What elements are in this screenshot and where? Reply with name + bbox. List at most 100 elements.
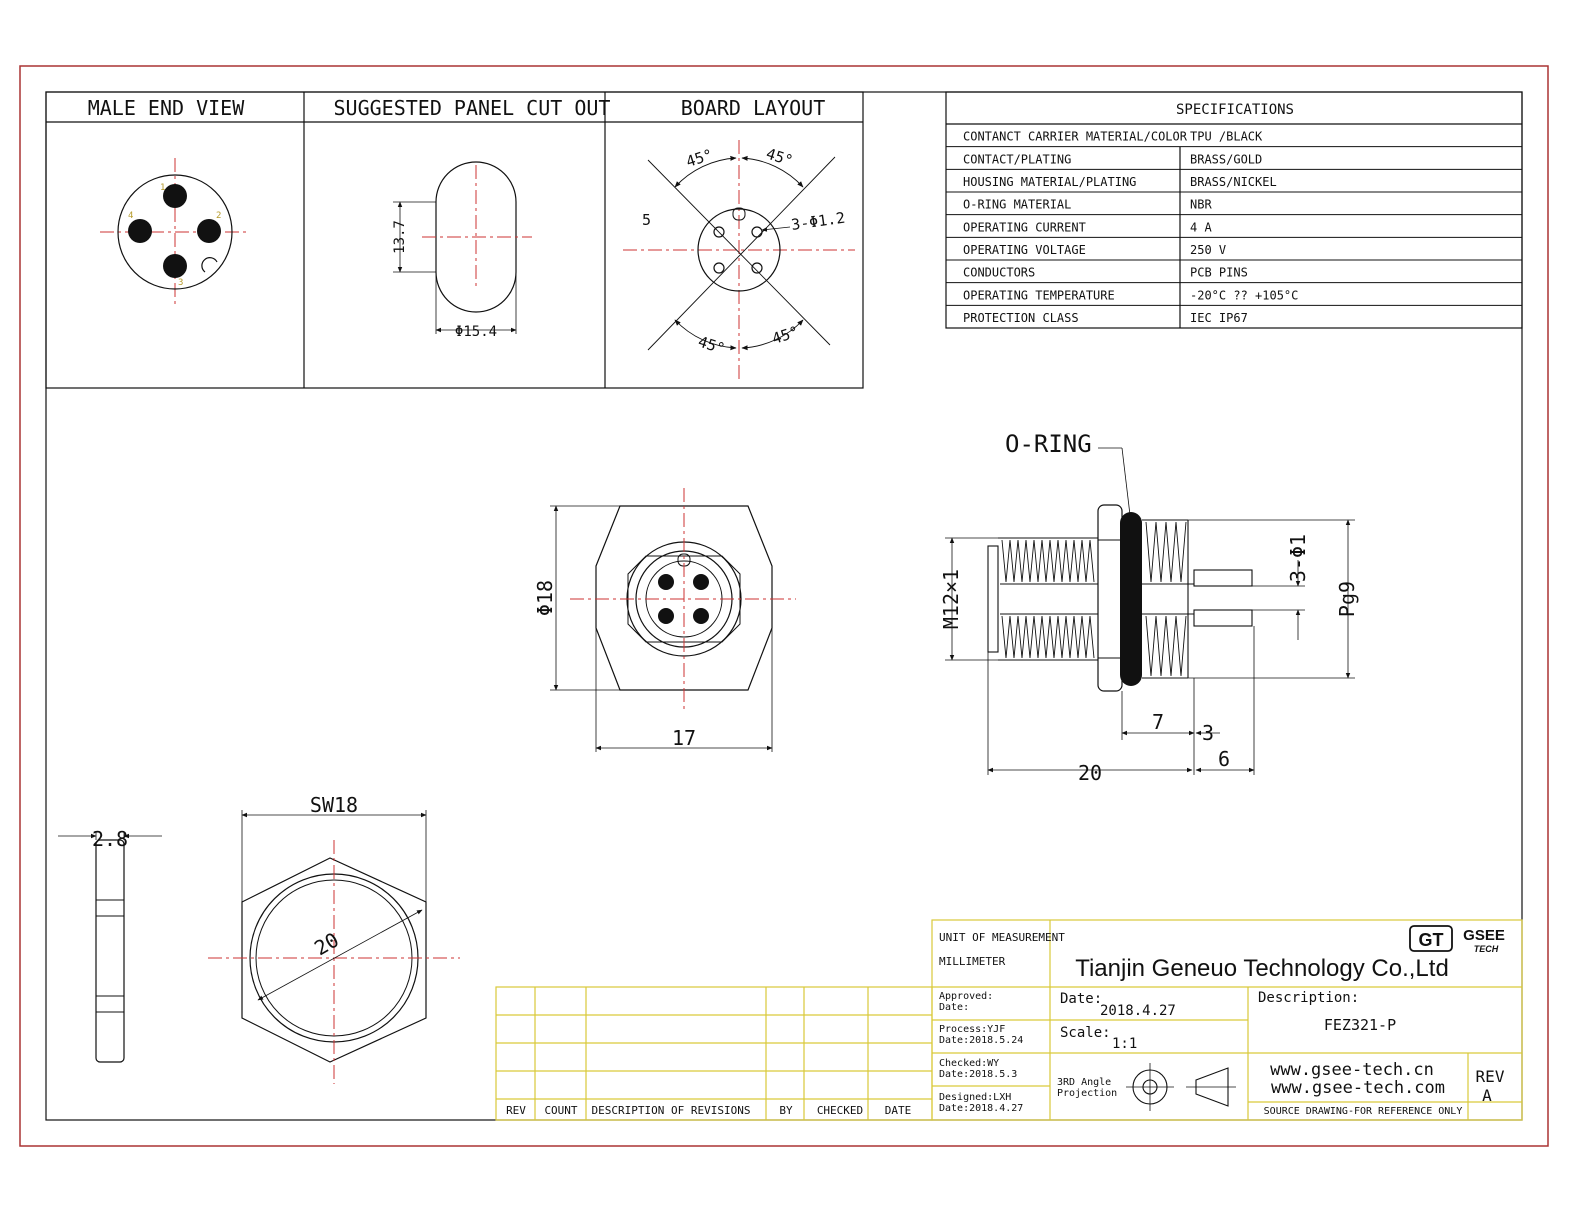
spec-label: CONTANCT CARRIER MATERIAL/COLOR bbox=[963, 130, 1188, 144]
spec-label: HOUSING MATERIAL/PLATING bbox=[963, 175, 1136, 189]
o-ring-label: O-RING bbox=[1005, 430, 1092, 458]
spec-label: OPERATING VOLTAGE bbox=[963, 243, 1086, 257]
male-end-view bbox=[100, 158, 250, 305]
spec-value: TPU /BLACK bbox=[1190, 130, 1263, 144]
front-diameter-dim: Φ18 bbox=[533, 580, 557, 616]
unit-value: MILLIMETER bbox=[939, 955, 1006, 968]
spec-value: 4 A bbox=[1190, 220, 1212, 234]
date-value: 2018.4.27 bbox=[1100, 1003, 1176, 1019]
rev-col-count: COUNT bbox=[544, 1104, 577, 1117]
spec-label: OPERATING TEMPERATURE bbox=[963, 288, 1115, 302]
process-date: Date:2018.5.24 bbox=[939, 1035, 1023, 1046]
len-3-dim: 3 bbox=[1202, 721, 1214, 745]
spec-value: BRASS/GOLD bbox=[1190, 152, 1262, 166]
rev-col-rev: REV bbox=[506, 1104, 526, 1117]
rev-value: A bbox=[1482, 1086, 1492, 1105]
board-angle-br: 45° bbox=[770, 322, 801, 347]
board-pin-label: 5 bbox=[642, 211, 651, 229]
description-value: FEZ321-P bbox=[1324, 1016, 1396, 1034]
logo-mark: GT bbox=[1419, 930, 1444, 950]
board-hole-dim: 3-Φ1.2 bbox=[790, 209, 846, 234]
spec-label: PROTECTION CLASS bbox=[963, 311, 1079, 325]
pin-2 bbox=[197, 219, 221, 243]
board-layout-header: BOARD LAYOUT bbox=[681, 96, 826, 120]
len-7-dim: 7 bbox=[1152, 710, 1164, 734]
designed-date: Date:2018.4.27 bbox=[939, 1103, 1023, 1114]
company-name: Tianjin Geneuo Technology Co.,Ltd bbox=[1075, 955, 1449, 982]
designed-label: Designed:LXH bbox=[939, 1092, 1011, 1103]
pin-1 bbox=[163, 184, 187, 208]
revision-table bbox=[495, 986, 933, 1121]
pin-number-4: 4 bbox=[128, 211, 133, 221]
cutout-height-dim: 13.7 bbox=[392, 220, 408, 254]
rev-col-description: DESCRIPTION OF REVISIONS bbox=[592, 1104, 751, 1117]
rev-col-date: DATE bbox=[885, 1104, 912, 1117]
unit-label: UNIT OF MEASUREMENT bbox=[939, 931, 1065, 944]
cutout-diameter-dim: Φ15.4 bbox=[455, 324, 497, 340]
pin-3 bbox=[163, 254, 187, 278]
nut-thickness-dim: 2.8 bbox=[92, 827, 128, 851]
description-label: Description: bbox=[1258, 990, 1359, 1006]
board-angle-tl: 45° bbox=[684, 145, 715, 170]
male-end-view-header: MALE END VIEW bbox=[88, 96, 245, 120]
rev-col-checked: CHECKED bbox=[817, 1104, 863, 1117]
outer-border bbox=[19, 65, 1549, 1147]
projection-symbol bbox=[1126, 1063, 1236, 1111]
nut-front-view bbox=[208, 810, 460, 1084]
source-note: SOURCE DRAWING-FOR REFERENCE ONLY bbox=[1264, 1106, 1463, 1117]
panel-cut-out-header: SUGGESTED PANEL CUT OUT bbox=[334, 96, 611, 120]
pins-dim: 3-Φ1 bbox=[1286, 534, 1310, 582]
company-logo: GT GSEE TECH bbox=[1409, 925, 1505, 954]
logo-name: GSEE bbox=[1463, 927, 1505, 944]
front-view bbox=[550, 488, 796, 752]
spec-value: IEC IP67 bbox=[1190, 311, 1248, 325]
spec-label: CONTACT/PLATING bbox=[963, 152, 1071, 166]
spec-label: CONDUCTORS bbox=[963, 266, 1035, 280]
pin-number-3: 3 bbox=[178, 278, 183, 288]
nut-side-view bbox=[58, 832, 162, 1063]
rev-col-by: BY bbox=[779, 1104, 793, 1117]
checked-date: Date:2018.5.3 bbox=[939, 1069, 1017, 1080]
spec-label: O-RING MATERIAL bbox=[963, 198, 1071, 212]
specifications-header: SPECIFICATIONS bbox=[1176, 102, 1294, 118]
scale-label: Scale: bbox=[1060, 1025, 1111, 1041]
spec-value: PCB PINS bbox=[1190, 266, 1248, 280]
approved-label: Approved: bbox=[939, 991, 993, 1002]
pin-number-2: 2 bbox=[216, 211, 221, 221]
projection-line-2: Projection bbox=[1057, 1088, 1117, 1099]
checked-label: Checked:WY bbox=[939, 1058, 999, 1069]
nut-sw-dim: SW18 bbox=[310, 793, 358, 817]
len-6-dim: 6 bbox=[1218, 747, 1230, 771]
front-pin-3 bbox=[658, 608, 674, 624]
date-label: Date: bbox=[1060, 991, 1102, 1007]
thread-dim: M12×1 bbox=[939, 569, 963, 629]
spec-value: NBR bbox=[1190, 198, 1212, 212]
top-view-boxes bbox=[45, 91, 864, 389]
board-angle-bl: 45° bbox=[696, 332, 727, 357]
spec-label: OPERATING CURRENT bbox=[963, 220, 1086, 234]
website-cn: www.gsee-tech.cn bbox=[1270, 1060, 1434, 1080]
title-block-frame bbox=[931, 919, 1523, 1121]
scale-value: 1:1 bbox=[1112, 1036, 1137, 1052]
side-view bbox=[945, 447, 1355, 775]
nut-diameter-dim: 20 bbox=[310, 928, 343, 961]
spec-value: 250 V bbox=[1190, 243, 1226, 257]
logo-sub: TECH bbox=[1474, 944, 1499, 954]
rev-label: REV bbox=[1476, 1067, 1505, 1086]
front-pin-1 bbox=[658, 574, 674, 590]
spec-value: -20°C ?? +105°C bbox=[1190, 288, 1298, 302]
approved-date: Date: bbox=[939, 1002, 969, 1013]
board-layout bbox=[623, 140, 855, 380]
panel-cut-out bbox=[393, 161, 532, 334]
front-pin-2 bbox=[693, 574, 709, 590]
board-angle-tr: 45° bbox=[764, 144, 795, 169]
projection-line-1: 3RD Angle bbox=[1057, 1077, 1111, 1088]
front-width-dim: 17 bbox=[672, 726, 696, 750]
pin-4 bbox=[128, 219, 152, 243]
pg-dim: Pg9 bbox=[1335, 581, 1359, 617]
process-label: Process:YJF bbox=[939, 1024, 1005, 1035]
spec-value: BRASS/NICKEL bbox=[1190, 175, 1277, 189]
website-com: www.gsee-tech.com bbox=[1271, 1078, 1445, 1098]
